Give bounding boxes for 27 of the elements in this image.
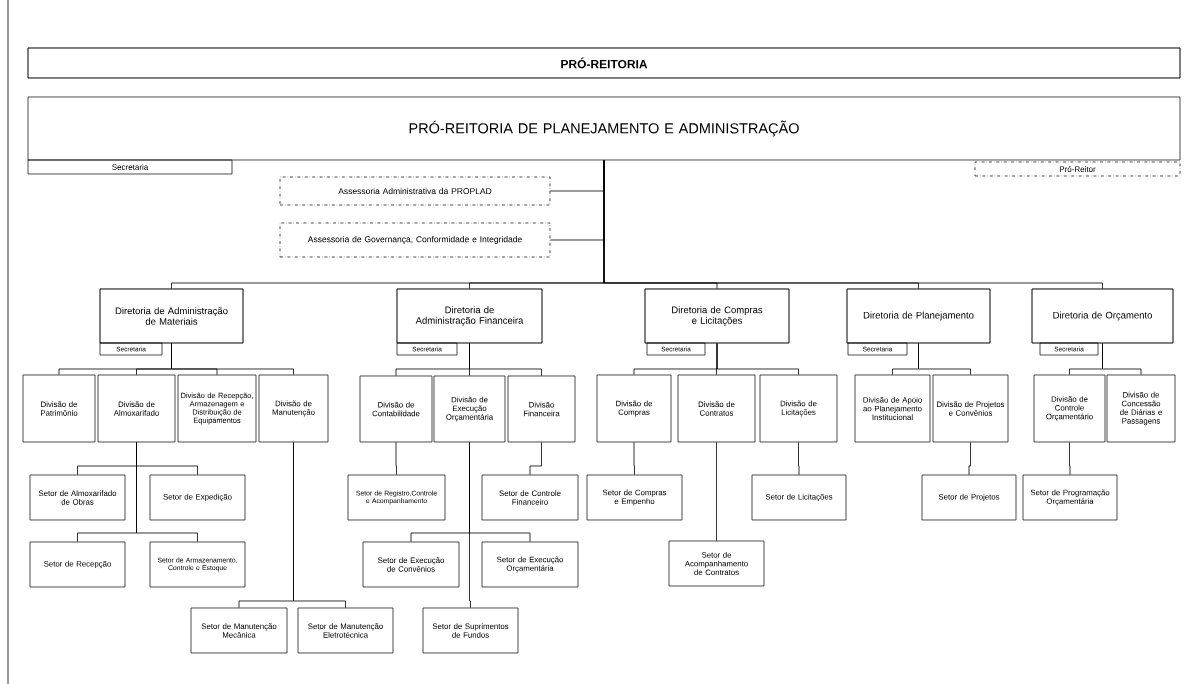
connector	[1102, 343, 1142, 376]
advisory-box: Assessoria Administrativa da PROPLAD	[279, 176, 551, 206]
advisory-box: Pró-Reitor	[974, 161, 1181, 177]
advisory-box: Assessoria de Governança, Conformidade e Integridade	[279, 222, 551, 258]
directorate-box: Diretoria de Administração Financeira	[396, 288, 543, 344]
connector	[716, 441, 717, 542]
connector	[603, 159, 1103, 289]
directorate-box: Diretoria de Administração de Materiais	[99, 288, 244, 344]
connector	[171, 343, 294, 376]
connector	[1069, 441, 1071, 476]
secretariat-tab: Secretaria	[27, 159, 233, 175]
directorate-box: Diretoria de Orçamento	[1031, 288, 1174, 344]
directorate-box: Diretoria de Planejamento	[846, 288, 991, 344]
connector	[918, 343, 971, 376]
connector	[968, 441, 971, 476]
connector	[293, 441, 346, 609]
connector	[469, 441, 471, 609]
connector	[395, 441, 397, 476]
connector	[529, 441, 542, 476]
unit-box: PRÓ-REITORIA DE PLANEJAMENTO E ADMINISTRAÇÃO	[27, 96, 1181, 161]
connector	[469, 343, 542, 377]
directorate-box: Diretoria de Compras e Licitações	[644, 288, 790, 344]
title-box: PRÓ-REITORIA	[27, 47, 1181, 79]
connector	[716, 343, 799, 376]
connector	[136, 441, 198, 543]
connector	[633, 441, 635, 476]
connector	[798, 441, 800, 476]
